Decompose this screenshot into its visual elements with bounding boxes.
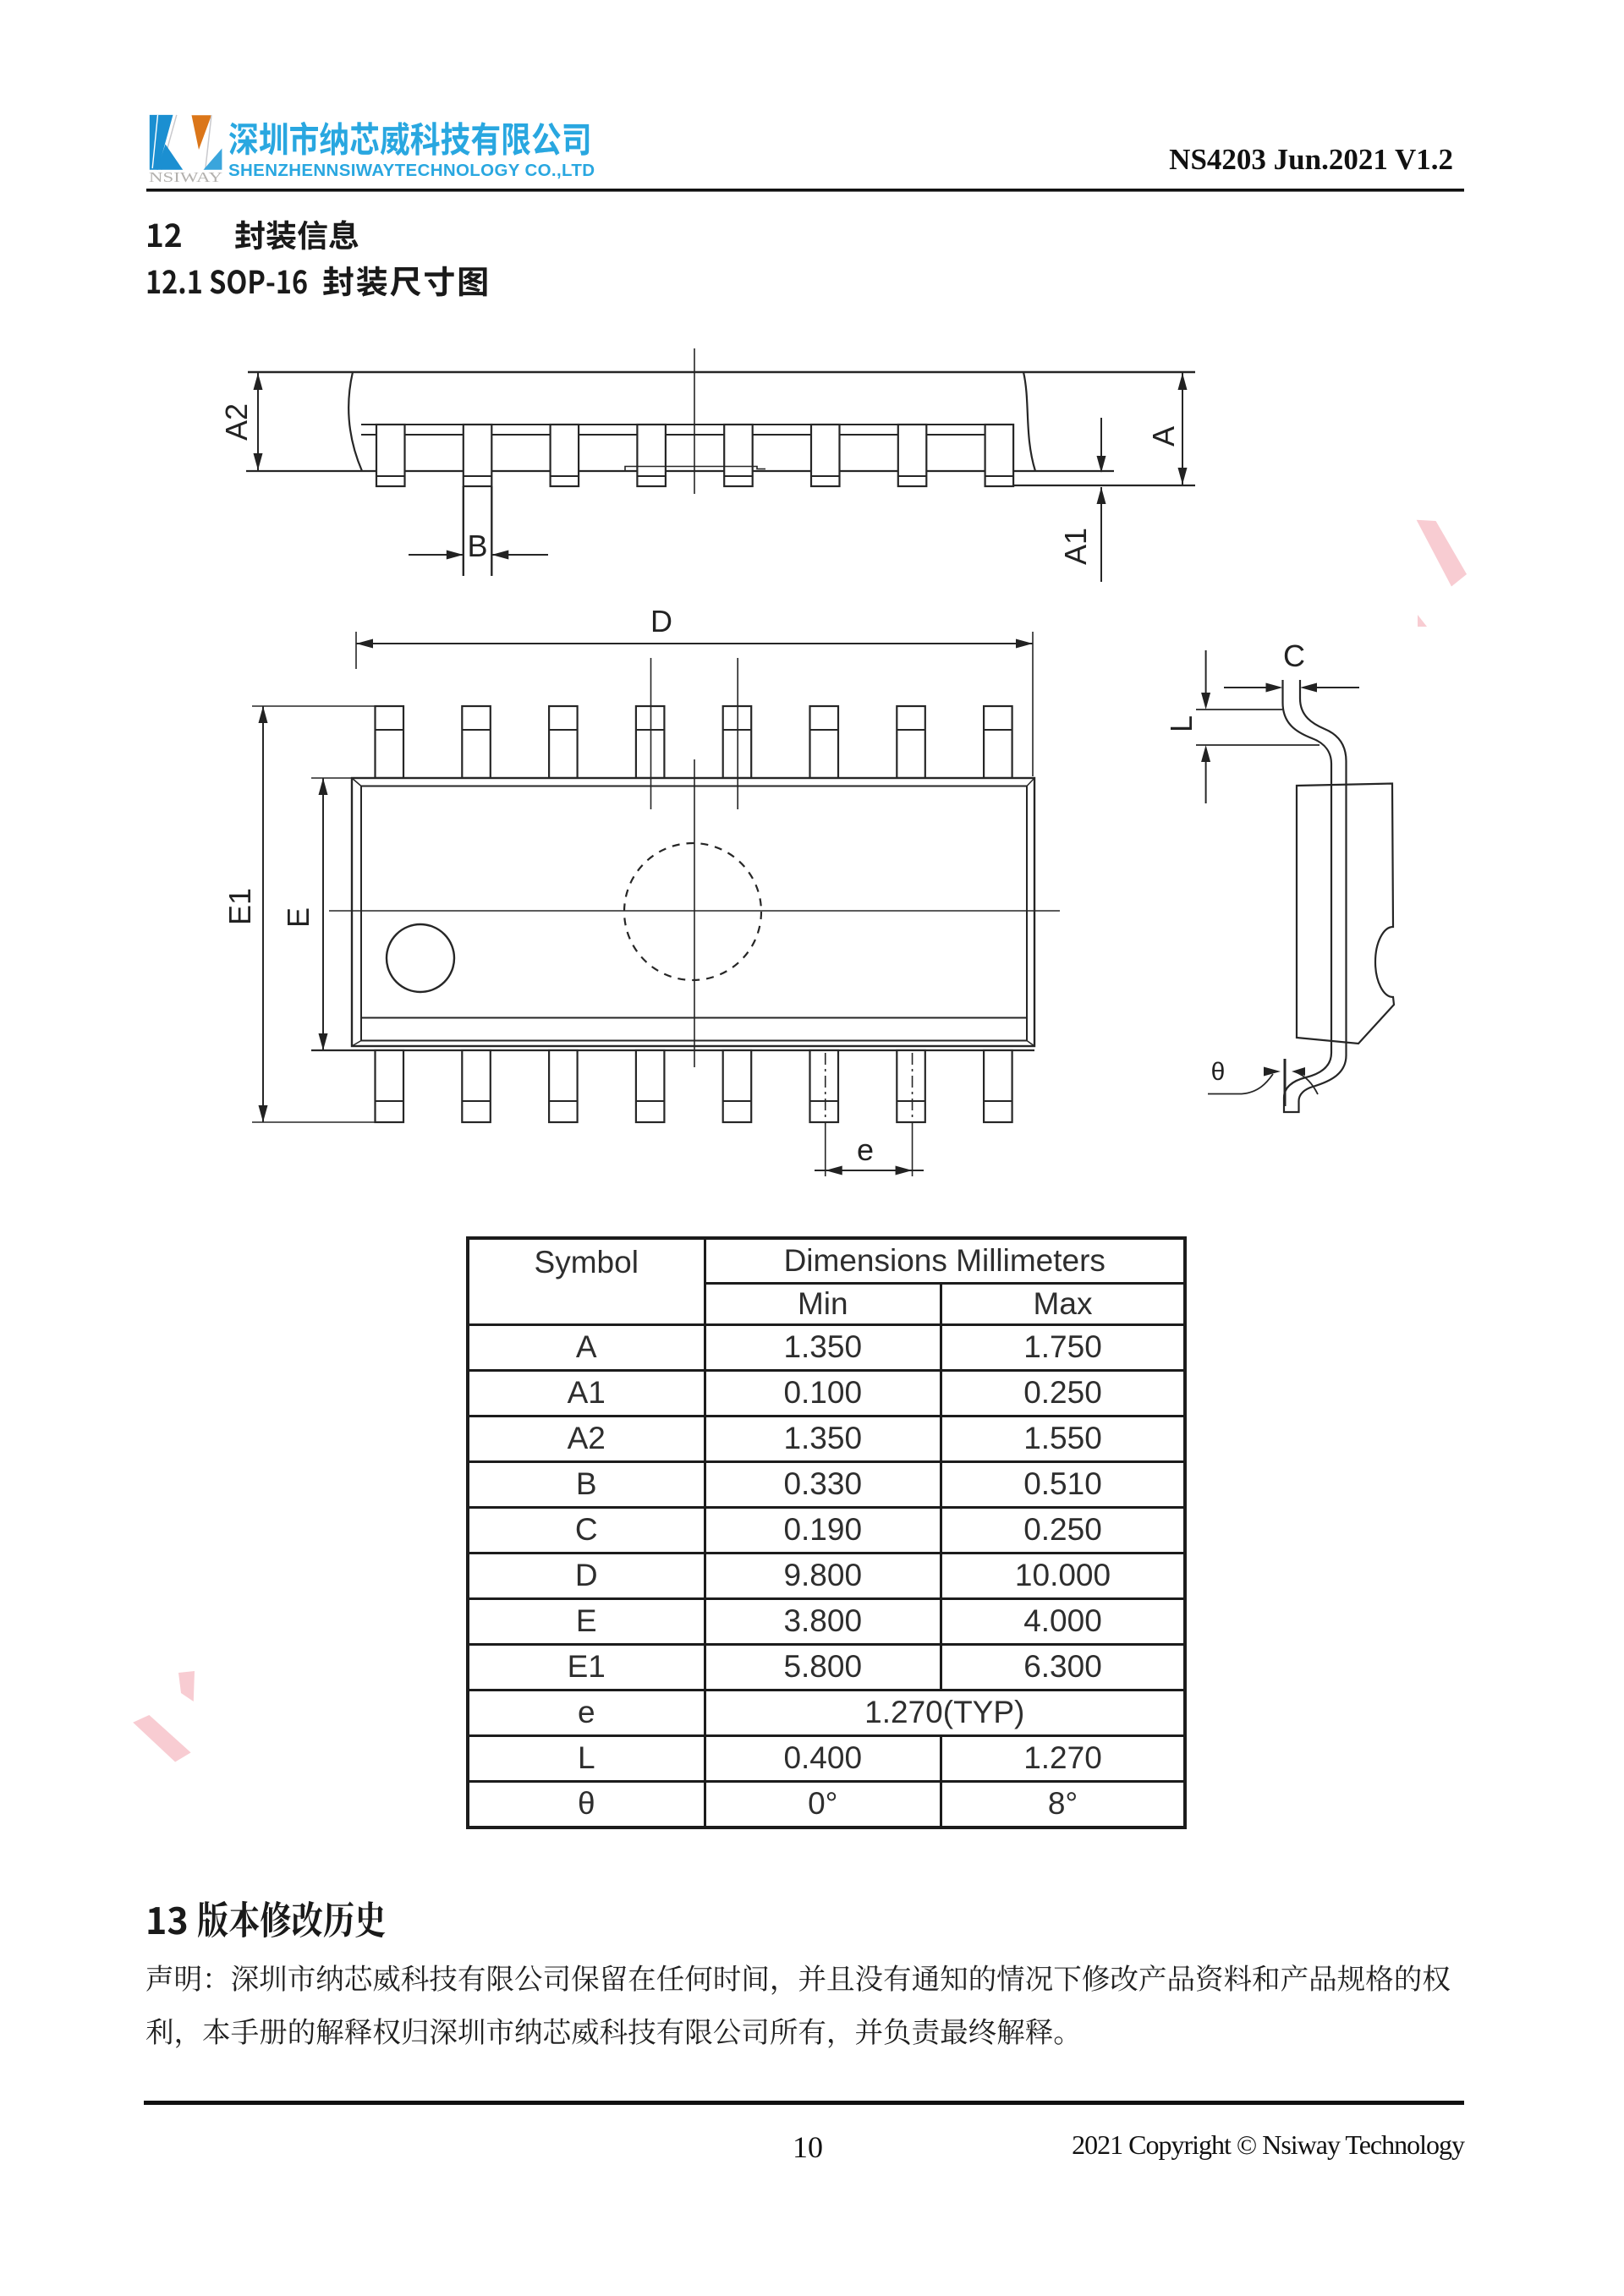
svg-text:L: L (1164, 715, 1199, 732)
svg-text:NSIWAY: NSIWAY (149, 169, 222, 185)
svg-text:θ: θ (1211, 1058, 1226, 1086)
svg-text:E1: E1 (222, 888, 257, 925)
svg-text:A2: A2 (219, 403, 254, 441)
svg-text:A1: A1 (1058, 528, 1093, 565)
svg-text:C: C (1283, 638, 1305, 673)
svg-text:E: E (281, 907, 315, 928)
svg-text:e: e (857, 1132, 874, 1167)
svg-text:A: A (1146, 426, 1181, 447)
svg-text:B: B (467, 529, 487, 563)
svg-text:D: D (650, 604, 672, 638)
